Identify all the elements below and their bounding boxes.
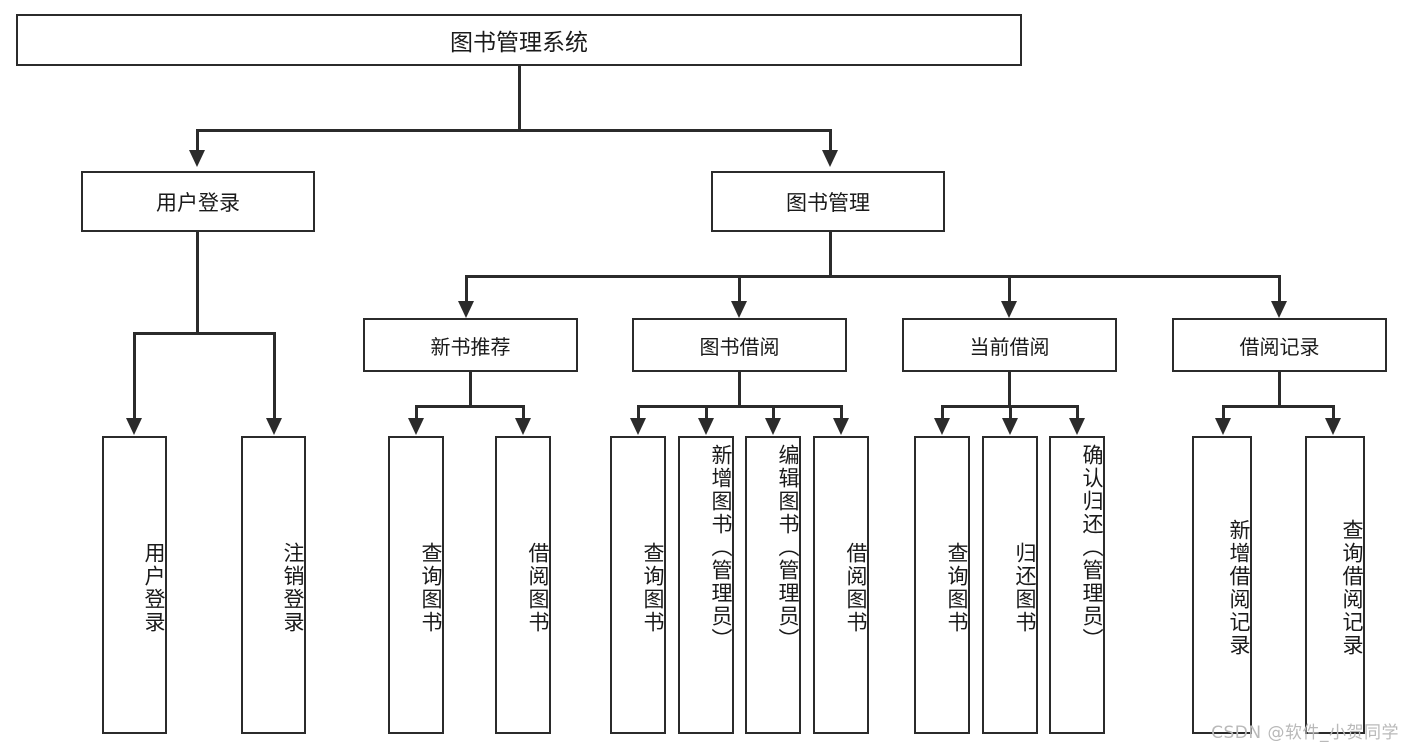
edge-user-login-to-leaf-1: [273, 332, 276, 420]
arrow-bm-to-borrow-record: [1271, 301, 1287, 318]
node-label: 新书推荐: [430, 334, 511, 359]
node-label: 归还图书: [1013, 542, 1037, 634]
node-book-borrow[interactable]: 图书借阅: [632, 318, 847, 372]
node-new-book-recommend[interactable]: 新书推荐: [363, 318, 578, 372]
edge-new-book-to-leaf-1: [522, 405, 525, 420]
arrow-book-borrow-to-leaf-1: [698, 418, 714, 435]
node-user-login[interactable]: 用户登录: [81, 171, 315, 232]
edge-book-management-bar: [465, 275, 1281, 278]
edge-user-login-to-leaf-0: [133, 332, 136, 420]
leaf-borrow-record-query-record[interactable]: 查询借阅记录: [1305, 436, 1365, 734]
arrow-root-to-book-management: [822, 150, 838, 167]
edge-root-to-book-management: [829, 129, 832, 151]
node-label: 查询图书: [945, 542, 969, 634]
edge-new-book-stem: [469, 372, 472, 407]
edge-borrow-record-bar: [1222, 405, 1335, 408]
node-label: 查询图书: [641, 542, 665, 634]
edge-book-management-stem: [829, 232, 832, 277]
edge-root-bar: [196, 129, 832, 132]
arrow-user-login-to-leaf-0: [126, 418, 142, 435]
arrow-root-to-user-login: [189, 150, 205, 167]
edge-new-book-to-leaf-0: [415, 405, 418, 420]
arrow-current-borrow-to-leaf-2: [1069, 418, 1085, 435]
node-root-book-management-system[interactable]: 图书管理系统: [16, 14, 1022, 66]
node-label: 确认归还（管理员）: [1080, 444, 1104, 651]
edge-user-login-bar: [133, 332, 276, 335]
edge-borrow-record-stem: [1278, 372, 1281, 407]
edge-book-borrow-to-leaf-0: [637, 405, 640, 420]
arrow-book-borrow-to-leaf-3: [833, 418, 849, 435]
leaf-new-book-borrow-book[interactable]: 借阅图书: [495, 436, 551, 734]
leaf-book-borrow-add-book-admin[interactable]: 新增图书（管理员）: [678, 436, 734, 734]
node-current-borrow[interactable]: 当前借阅: [902, 318, 1117, 372]
arrow-borrow-record-to-leaf-0: [1215, 418, 1231, 435]
edge-book-borrow-stem: [738, 372, 741, 407]
leaf-user-login-logout[interactable]: 注销登录: [241, 436, 306, 734]
leaf-book-borrow-borrow-book[interactable]: 借阅图书: [813, 436, 869, 734]
edge-borrow-record-to-leaf-1: [1332, 405, 1335, 420]
leaf-borrow-record-add-record[interactable]: 新增借阅记录: [1192, 436, 1252, 734]
node-label: 用户登录: [156, 190, 240, 215]
edge-current-borrow-stem: [1008, 372, 1011, 407]
edge-bm-to-new-book: [465, 275, 468, 303]
node-label: 查询借阅记录: [1340, 519, 1364, 657]
edge-bm-to-book-borrow: [738, 275, 741, 303]
arrow-current-borrow-to-leaf-0: [934, 418, 950, 435]
node-borrow-record[interactable]: 借阅记录: [1172, 318, 1387, 372]
node-label: 借阅记录: [1239, 334, 1320, 359]
arrow-bm-to-current-borrow: [1001, 301, 1017, 318]
arrow-user-login-to-leaf-1: [266, 418, 282, 435]
arrow-bm-to-new-book: [458, 301, 474, 318]
leaf-book-borrow-query-book[interactable]: 查询图书: [610, 436, 666, 734]
node-label: 新增图书（管理员）: [709, 444, 733, 651]
edge-root-to-user-login: [196, 129, 199, 151]
node-label: 图书管理系统: [450, 30, 588, 56]
arrow-book-borrow-to-leaf-0: [630, 418, 646, 435]
edge-user-login-stem: [196, 232, 199, 334]
node-label: 图书借阅: [699, 334, 780, 359]
node-label: 查询图书: [419, 542, 443, 634]
leaf-current-borrow-return-book[interactable]: 归还图书: [982, 436, 1038, 734]
edge-root-stem: [518, 66, 521, 131]
edge-current-borrow-to-leaf-0: [941, 405, 944, 420]
leaf-current-borrow-query-book[interactable]: 查询图书: [914, 436, 970, 734]
edge-bm-to-current-borrow: [1008, 275, 1011, 303]
node-label: 编辑图书（管理员）: [776, 444, 800, 651]
node-label: 注销登录: [281, 542, 305, 634]
arrow-bm-to-book-borrow: [731, 301, 747, 318]
node-label: 用户登录: [142, 542, 166, 634]
edge-book-borrow-to-leaf-2: [772, 405, 775, 420]
arrow-book-borrow-to-leaf-2: [765, 418, 781, 435]
edge-book-borrow-to-leaf-1: [705, 405, 708, 420]
arrow-borrow-record-to-leaf-1: [1325, 418, 1341, 435]
node-label: 借阅图书: [844, 542, 868, 634]
edge-book-borrow-to-leaf-3: [840, 405, 843, 420]
node-label: 当前借阅: [969, 334, 1050, 359]
node-label: 新增借阅记录: [1227, 519, 1251, 657]
edge-bm-to-borrow-record: [1278, 275, 1281, 303]
edge-current-borrow-to-leaf-1: [1009, 405, 1012, 420]
watermark-text: CSDN @软件_小贺同学: [1211, 723, 1399, 743]
arrow-new-book-to-leaf-0: [408, 418, 424, 435]
leaf-current-borrow-confirm-return-admin[interactable]: 确认归还（管理员）: [1049, 436, 1105, 734]
leaf-user-login-login[interactable]: 用户登录: [102, 436, 167, 734]
node-book-management[interactable]: 图书管理: [711, 171, 945, 232]
arrow-new-book-to-leaf-1: [515, 418, 531, 435]
node-label: 借阅图书: [526, 542, 550, 634]
edge-current-borrow-to-leaf-2: [1076, 405, 1079, 420]
edge-borrow-record-to-leaf-0: [1222, 405, 1225, 420]
node-label: 图书管理: [786, 190, 870, 215]
arrow-current-borrow-to-leaf-1: [1002, 418, 1018, 435]
edge-new-book-bar: [415, 405, 525, 408]
edge-book-borrow-bar: [637, 405, 843, 408]
leaf-new-book-query-book[interactable]: 查询图书: [388, 436, 444, 734]
leaf-book-borrow-edit-book-admin[interactable]: 编辑图书（管理员）: [745, 436, 801, 734]
